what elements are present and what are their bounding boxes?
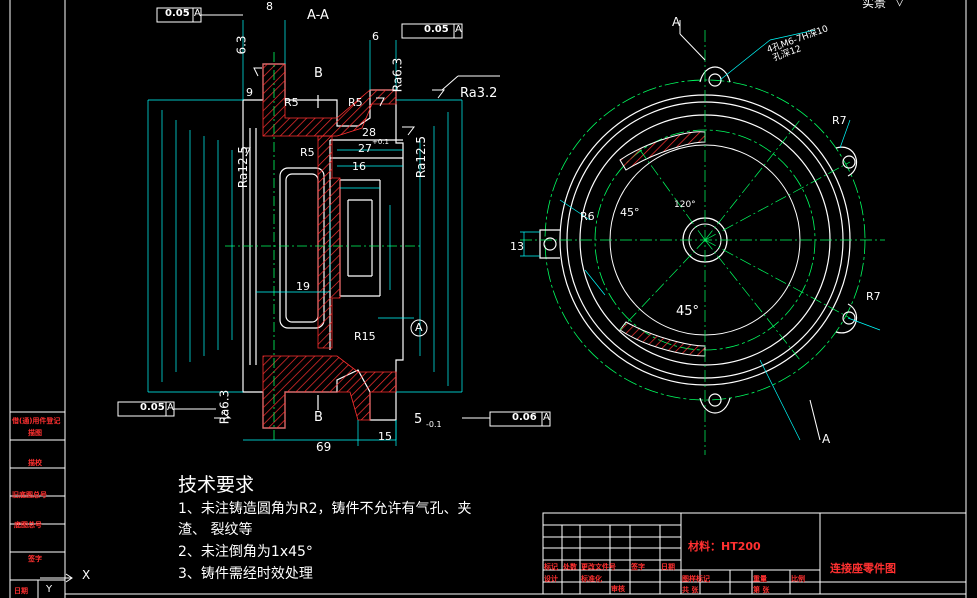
datum-a-circle-label: A — [415, 321, 423, 334]
notes-line-3: 3、铸件需经时效处理 — [178, 566, 313, 582]
dim-45-a: 45° — [620, 206, 640, 219]
tb-row3-0: 审核 — [611, 585, 625, 593]
dim-13: 13 — [510, 240, 524, 253]
tb-row1-1: 处数 — [563, 563, 577, 571]
fcf-bottom-right-tol: 0.06 — [512, 412, 537, 423]
front-view — [520, 20, 885, 455]
side-label-4: 底图总号 — [14, 521, 42, 529]
roughness-5: Ra12.5 — [236, 145, 251, 189]
dim-120: 120° — [674, 200, 696, 210]
side-label-0: 借(通)用件登记 — [12, 417, 61, 425]
dim-27: 27 — [358, 142, 372, 155]
notes-line-1: 1、未注铸造圆角为R2，铸件不允许有气孔、夹 — [178, 501, 472, 517]
fcf-bottom-left-datum: A — [167, 402, 174, 413]
view-menu[interactable]: 实景 — [862, 0, 887, 10]
fcf-top-right-datum: A — [455, 24, 462, 35]
fcf-frames — [117, 7, 551, 427]
tb-row1-3: 签字 — [631, 563, 645, 571]
roughness-3: Ra3.2 — [460, 86, 498, 101]
tb-row2-2: 标准化 — [581, 575, 602, 583]
fcf-bottom-right-datum: A — [543, 412, 550, 423]
tb-row1-4: 日期 — [661, 563, 675, 571]
tb-row2-5: 重量 — [753, 575, 767, 583]
dim-69: 69 — [316, 440, 332, 454]
notes-title: 技术要求 — [178, 474, 255, 496]
notes-line-2: 2、未注倒角为1x45° — [178, 544, 313, 560]
tb-row2-6: 比例 — [791, 575, 805, 583]
side-table — [10, 411, 65, 598]
tb-row2-0: 设计 — [544, 575, 558, 583]
section-b-bottom: B — [314, 410, 323, 425]
tb-row1-0: 标记 — [544, 563, 558, 571]
dim-9: 9 — [246, 86, 253, 99]
fcf-bottom-left-tol: 0.05 — [140, 402, 165, 413]
dim-top-8: 8 — [266, 0, 273, 13]
side-label-2: 描校 — [28, 459, 42, 467]
dim-16: 16 — [352, 160, 366, 173]
dim-5-tol: -0.1 — [426, 420, 442, 429]
section-a-marker-bottom: A — [822, 432, 831, 446]
view-menu-chevron-icon[interactable]: ▽ — [895, 0, 905, 8]
roughness-6: Ra6.3 — [217, 389, 232, 425]
dim-28: 28 — [362, 126, 376, 139]
tb-material: 材料：HT200 — [688, 540, 761, 553]
side-label-3: 旧底图总号 — [12, 491, 47, 499]
dim-r15: R15 — [354, 330, 376, 343]
ucs-x-label: X — [82, 568, 91, 582]
fcf-top-left-datum: A — [194, 8, 201, 19]
tb-row3-5: 第 张 — [753, 586, 770, 594]
dim-r5-b: R5 — [348, 96, 363, 109]
dim-19: 19 — [296, 280, 310, 293]
title-block — [542, 512, 967, 595]
tb-row2-4: 图样标记 — [682, 575, 710, 583]
roughness-2: Ra6.3 — [390, 57, 405, 93]
dim-r6: R6 — [580, 210, 595, 223]
tb-row1-2: 更改文件号 — [581, 563, 616, 571]
dim-r7-a: R7 — [832, 114, 847, 127]
tb-row3-4: 共 张 — [682, 586, 699, 594]
roughness-4: Ra12.5 — [414, 135, 429, 179]
dim-r5-c: R5 — [300, 146, 315, 159]
ucs-y-label: Y — [46, 584, 53, 595]
side-label-6: 日期 — [14, 587, 28, 595]
ucs-icon — [40, 573, 73, 583]
dim-27-tol: +0.1 — [372, 138, 389, 146]
side-label-5: 签字 — [28, 555, 42, 563]
fcf-top-left-tol: 0.05 — [165, 8, 190, 19]
dim-r5-a: R5 — [284, 96, 299, 109]
dim-top-6: 6 — [372, 30, 379, 43]
tb-drawing-name: 连接座零件图 — [830, 562, 896, 575]
fcf-top-right-tol: 0.05 — [424, 24, 449, 35]
notes-line-1b: 渣、 裂纹等 — [178, 522, 253, 538]
dim-r7-b: R7 — [866, 290, 881, 303]
dim-45-b: 45° — [676, 304, 700, 319]
section-view — [147, 20, 500, 446]
section-b-top: B — [314, 66, 323, 81]
side-label-1: 描图 — [28, 429, 42, 437]
dim-15: 15 — [378, 430, 392, 443]
dim-5: 5 — [414, 412, 423, 427]
section-label: A-A — [307, 8, 329, 23]
roughness-1: 6.3 — [234, 35, 249, 55]
section-a-marker-top: A — [672, 15, 681, 29]
